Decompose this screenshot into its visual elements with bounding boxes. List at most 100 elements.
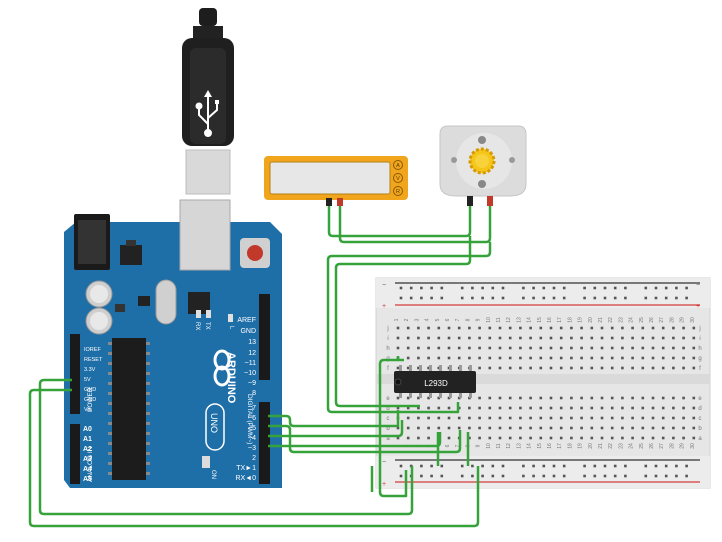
- column-number: 12: [506, 317, 512, 323]
- pin-label-gnd: GND: [240, 328, 256, 335]
- row-letter: j: [698, 326, 700, 332]
- row-letter: f: [387, 366, 389, 372]
- column-number: 9: [476, 444, 482, 447]
- crystal: [155, 279, 177, 325]
- breadboard-holes: [396, 286, 696, 478]
- column-number: 1: [394, 318, 400, 321]
- column-number: 14: [527, 443, 533, 449]
- pin-label-a2: A2: [83, 446, 92, 453]
- motor-screw: [478, 180, 486, 188]
- wire-pin6[interactable]: [268, 410, 400, 428]
- row-letter: h: [386, 346, 389, 352]
- wire-5v[interactable]: [38, 378, 414, 516]
- column-number: 24: [629, 443, 635, 449]
- pin-label-gnd-2: GND: [84, 397, 96, 403]
- row-letter: b: [386, 426, 390, 432]
- row-letter: j: [386, 326, 388, 332]
- wire-motor-out1[interactable]: [334, 236, 472, 408]
- multimeter-mode-a: A: [396, 163, 400, 169]
- digital-header-lower: [259, 402, 270, 484]
- column-number: 27: [659, 317, 665, 323]
- dc-motor[interactable]: [439, 125, 527, 206]
- arduino-uno-board[interactable]: [64, 199, 282, 488]
- usb-port: [179, 199, 231, 271]
- column-number: 28: [669, 317, 675, 323]
- rail-minus-label: −: [382, 282, 386, 289]
- uno-label: UNO: [209, 413, 219, 433]
- pin-label-gnd-1: GND: [84, 387, 96, 393]
- rail-plus-label-right: +: [696, 303, 700, 310]
- column-number: 26: [649, 317, 655, 323]
- column-number: 8: [465, 318, 471, 321]
- pin-label-a0: A0: [83, 426, 92, 433]
- column-number: 26: [649, 443, 655, 449]
- column-number: 28: [669, 443, 675, 449]
- l293d-ic[interactable]: [394, 365, 476, 398]
- usb-icon: [195, 90, 219, 137]
- wire-meter-black[interactable]: [327, 206, 472, 238]
- power-label: POWER: [87, 387, 94, 412]
- probe-red[interactable]: [337, 198, 343, 206]
- column-number: 17: [557, 443, 563, 449]
- rail-minus-label-right: −: [696, 282, 700, 289]
- column-number: 10: [486, 443, 492, 449]
- wire-motor-out2[interactable]: [326, 242, 492, 414]
- pin-label-a4: A4: [83, 466, 92, 473]
- column-number: 25: [639, 317, 645, 323]
- wire-gnd[interactable]: [28, 388, 480, 528]
- row-letter: e: [698, 396, 702, 402]
- rx-label: RX: [194, 322, 200, 330]
- digital-header-upper: [259, 294, 270, 380]
- row-letter: i: [387, 336, 388, 342]
- row-letter: c: [387, 416, 390, 422]
- column-number: 6: [445, 444, 451, 447]
- on-label: ON: [210, 470, 216, 479]
- column-number: 22: [608, 443, 614, 449]
- column-number: 17: [557, 317, 563, 323]
- multimeter[interactable]: [264, 156, 408, 206]
- pin-label-a1: A1: [83, 436, 92, 443]
- pin-label-9: ~9: [248, 380, 256, 387]
- column-number: 11: [496, 317, 502, 322]
- column-number: 7: [455, 444, 461, 447]
- tx-label: TX: [204, 322, 210, 330]
- pin-label-6: ~6: [248, 415, 256, 422]
- motor-terminal-black[interactable]: [467, 196, 473, 206]
- motor-terminal-red[interactable]: [487, 196, 493, 206]
- regulator: [120, 245, 142, 265]
- column-number: 7: [455, 318, 461, 321]
- wires: [28, 206, 492, 528]
- column-number: 16: [547, 443, 553, 449]
- pin-label-4: 4: [252, 435, 256, 442]
- column-number: 22: [608, 317, 614, 323]
- column-number: 4: [425, 318, 431, 321]
- wire-left-vertical[interactable]: [378, 358, 408, 498]
- column-number: 9: [476, 318, 482, 321]
- wire-meter-red[interactable]: [338, 206, 492, 244]
- power-header: [70, 334, 80, 414]
- multimeter-mode-v: V: [396, 176, 400, 182]
- column-number: 21: [598, 443, 604, 449]
- row-letter: e: [386, 396, 390, 402]
- arduino-brand: ARDUINO: [225, 352, 237, 404]
- column-number: 19: [578, 443, 584, 449]
- pin-label-12: 12: [248, 350, 256, 357]
- row-letter: d: [698, 406, 701, 412]
- wire-pin5[interactable]: [268, 424, 462, 454]
- column-number: 5: [435, 318, 441, 321]
- column-number: 23: [618, 443, 624, 449]
- pin-label-3: ~3: [248, 445, 256, 452]
- ic-label: L293D: [424, 379, 448, 388]
- row-letter: b: [698, 426, 702, 432]
- column-number: 18: [567, 443, 573, 449]
- analog-in-label: ANALOG IN: [87, 446, 94, 482]
- pin-label-a5: A5: [83, 476, 92, 483]
- pin-label-11: ~11: [245, 360, 256, 367]
- breadboard-center-channel: [376, 374, 710, 384]
- row-letter: a: [698, 436, 702, 442]
- column-number: 30: [690, 317, 696, 323]
- column-number: 25: [639, 443, 645, 449]
- column-number: 3: [414, 318, 420, 321]
- wire-pin4[interactable]: [268, 420, 404, 438]
- probe-black[interactable]: [326, 198, 332, 206]
